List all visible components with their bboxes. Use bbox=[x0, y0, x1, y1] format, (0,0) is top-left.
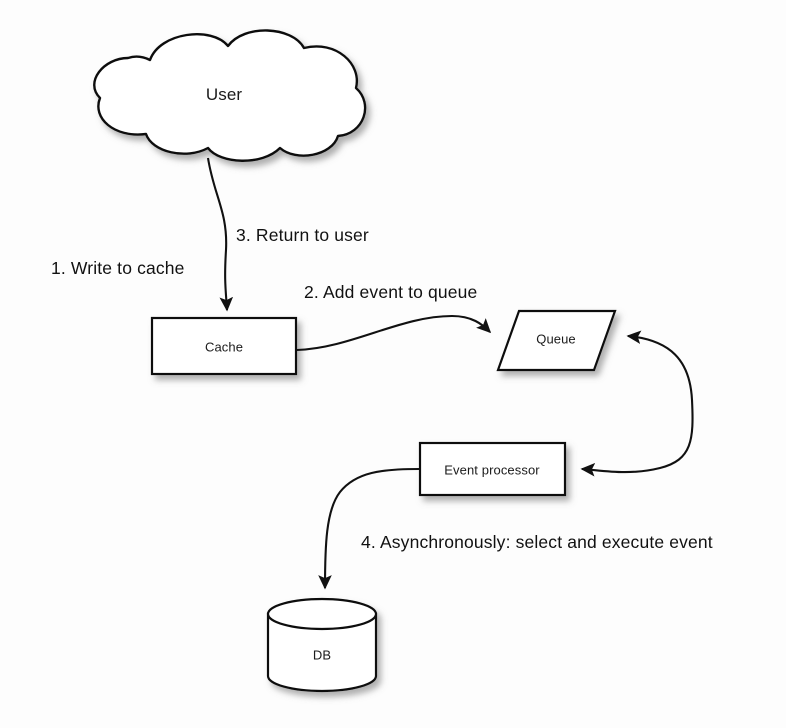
cloud-shape bbox=[93, 29, 367, 162]
node-label-db: DB bbox=[312, 647, 332, 663]
step-label-3: 3. Return to user bbox=[236, 225, 369, 245]
node-event-processor[interactable] bbox=[418, 441, 567, 497]
edge-queue-event-processor bbox=[580, 330, 694, 477]
cache-shape bbox=[150, 316, 298, 376]
edge-cache-to-queue bbox=[296, 314, 492, 352]
node-label-queue: Queue bbox=[536, 331, 576, 347]
event-processor-shape bbox=[418, 441, 567, 497]
edge-user-to-cache bbox=[206, 157, 234, 312]
node-db[interactable] bbox=[266, 597, 378, 693]
step-label-2: 2. Add event to queue bbox=[304, 282, 478, 302]
db-cylinder-body bbox=[266, 612, 378, 693]
edge-event-processor-to-db bbox=[318, 467, 420, 590]
node-label-event-processor: Event processor bbox=[444, 462, 540, 478]
node-label-cache: Cache bbox=[204, 339, 244, 355]
node-user[interactable] bbox=[93, 29, 367, 162]
node-cache[interactable] bbox=[150, 316, 298, 376]
node-label-user: User bbox=[205, 85, 243, 104]
step-label-1: 1. Write to cache bbox=[51, 258, 185, 278]
db-cylinder-top bbox=[266, 597, 378, 631]
step-label-4: 4. Asynchronously: select and execute ev… bbox=[361, 532, 713, 552]
